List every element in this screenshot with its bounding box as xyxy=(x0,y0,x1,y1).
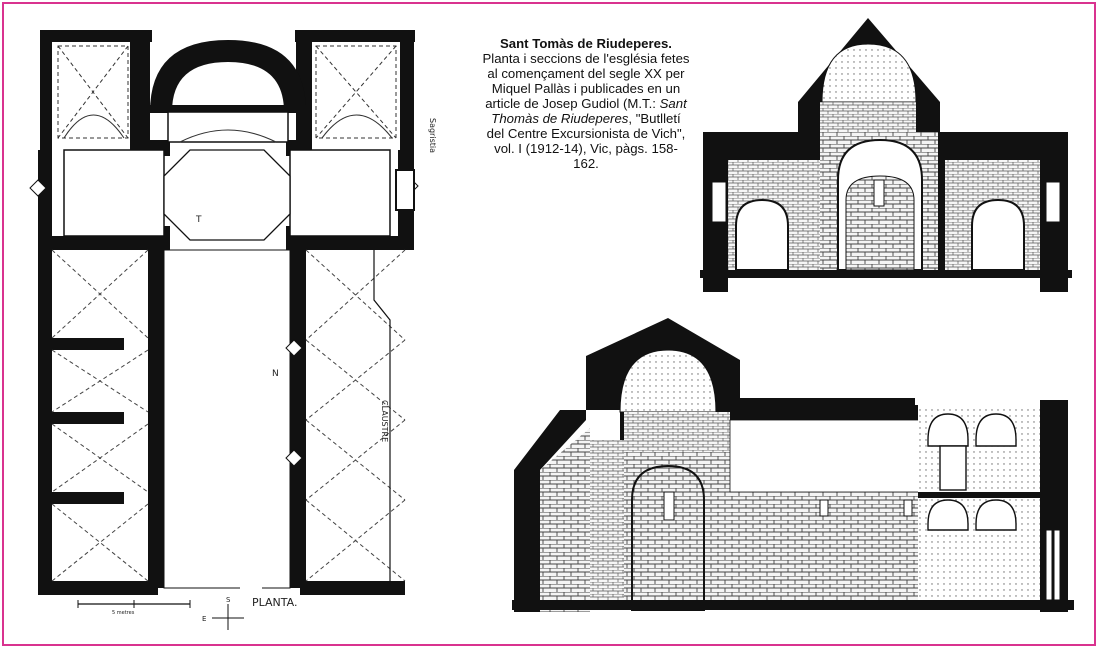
plan-label-claustre: CLAUSTRE xyxy=(380,400,389,442)
plan-label-sagristia: Sagristia xyxy=(428,118,437,153)
svg-text:S: S xyxy=(226,596,231,604)
cross-section xyxy=(700,18,1072,292)
caption-italic-title: Sant Thomàs de Riudeperes xyxy=(491,96,687,126)
compass-icon: S E xyxy=(202,596,244,630)
longitudinal-section xyxy=(512,318,1074,612)
plan-mark-n: N xyxy=(272,369,279,379)
floor-plan: T N PLANTA. Sagristia CLAUSTRE 5 metres … xyxy=(29,30,437,630)
svg-text:5 metres: 5 metres xyxy=(112,610,135,616)
figure-caption: Sant Tomàs de Riudeperes. Planta i secci… xyxy=(482,36,690,171)
svg-text:E: E xyxy=(202,615,206,623)
scale-bar: 5 metres xyxy=(77,600,191,616)
caption-text-1: Planta i seccions de l'església fetes al… xyxy=(482,51,690,111)
plan-mark-t: T xyxy=(195,215,202,225)
caption-title: Sant Tomàs de Riudeperes. xyxy=(500,36,672,51)
caption-text-2: , "Butlletí del Centre Excursionista de … xyxy=(486,111,686,171)
plan-label-planta: PLANTA. xyxy=(252,596,297,609)
